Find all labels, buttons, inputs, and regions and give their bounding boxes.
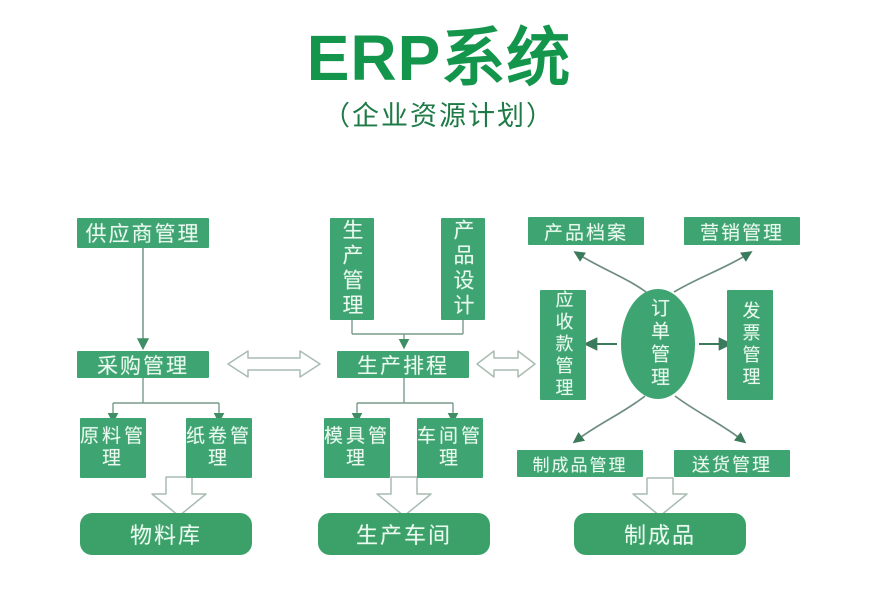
connector-order-to-finished-goods-management	[572, 395, 646, 444]
node-mould-management[interactable]: 模具管理	[324, 418, 390, 478]
node-production-workshop[interactable]: 生产车间	[318, 513, 490, 555]
node-marketing-management[interactable]: 营销管理	[684, 217, 800, 245]
node-production-scheduling[interactable]: 生产排程	[337, 351, 469, 378]
hollow-arrow-to-production-workshop	[376, 476, 432, 517]
connector-purchase-scheduling-double	[227, 350, 321, 378]
node-finished-goods-management[interactable]: 制成品管理	[517, 450, 643, 477]
node-order-management[interactable]: 订单管理	[621, 289, 695, 399]
hollow-arrow-to-material-warehouse	[151, 476, 207, 517]
page-title: ERP系统	[306, 22, 572, 94]
connector-order-to-delivery	[674, 395, 747, 444]
hollow-arrow-to-finished-goods	[632, 477, 688, 517]
connector-order-to-product-archive	[573, 251, 647, 293]
connector-production-to-scheduling	[351, 320, 464, 350]
connector-order-to-marketing	[673, 251, 753, 293]
node-production-management[interactable]: 生产管理	[330, 218, 374, 320]
title-block: ERP系统 （企业资源计划）	[0, 22, 878, 132]
node-paper-roll-management[interactable]: 纸卷管理	[186, 418, 252, 478]
node-workshop-management[interactable]: 车间管理	[417, 418, 483, 478]
node-product-design[interactable]: 产品设计	[441, 218, 485, 320]
node-finished-goods[interactable]: 制成品	[574, 513, 746, 555]
node-product-archive[interactable]: 产品档案	[528, 217, 644, 245]
node-purchase-management[interactable]: 采购管理	[77, 351, 209, 378]
connector-scheduling-to-shopfloor	[351, 377, 459, 424]
connector-purchase-to-materials	[107, 377, 225, 424]
node-material-warehouse[interactable]: 物料库	[80, 513, 252, 555]
page-subtitle: （企业资源计划）	[323, 101, 555, 131]
node-supplier-management[interactable]: 供应商管理	[77, 218, 209, 248]
node-receivables-management[interactable]: 应收款管理	[540, 290, 586, 400]
connector-scheduling-receivables-double	[476, 350, 536, 378]
node-raw-material-management[interactable]: 原料管理	[80, 418, 146, 478]
node-delivery-management[interactable]: 送货管理	[674, 450, 790, 477]
node-invoice-management[interactable]: 发票管理	[727, 290, 773, 400]
